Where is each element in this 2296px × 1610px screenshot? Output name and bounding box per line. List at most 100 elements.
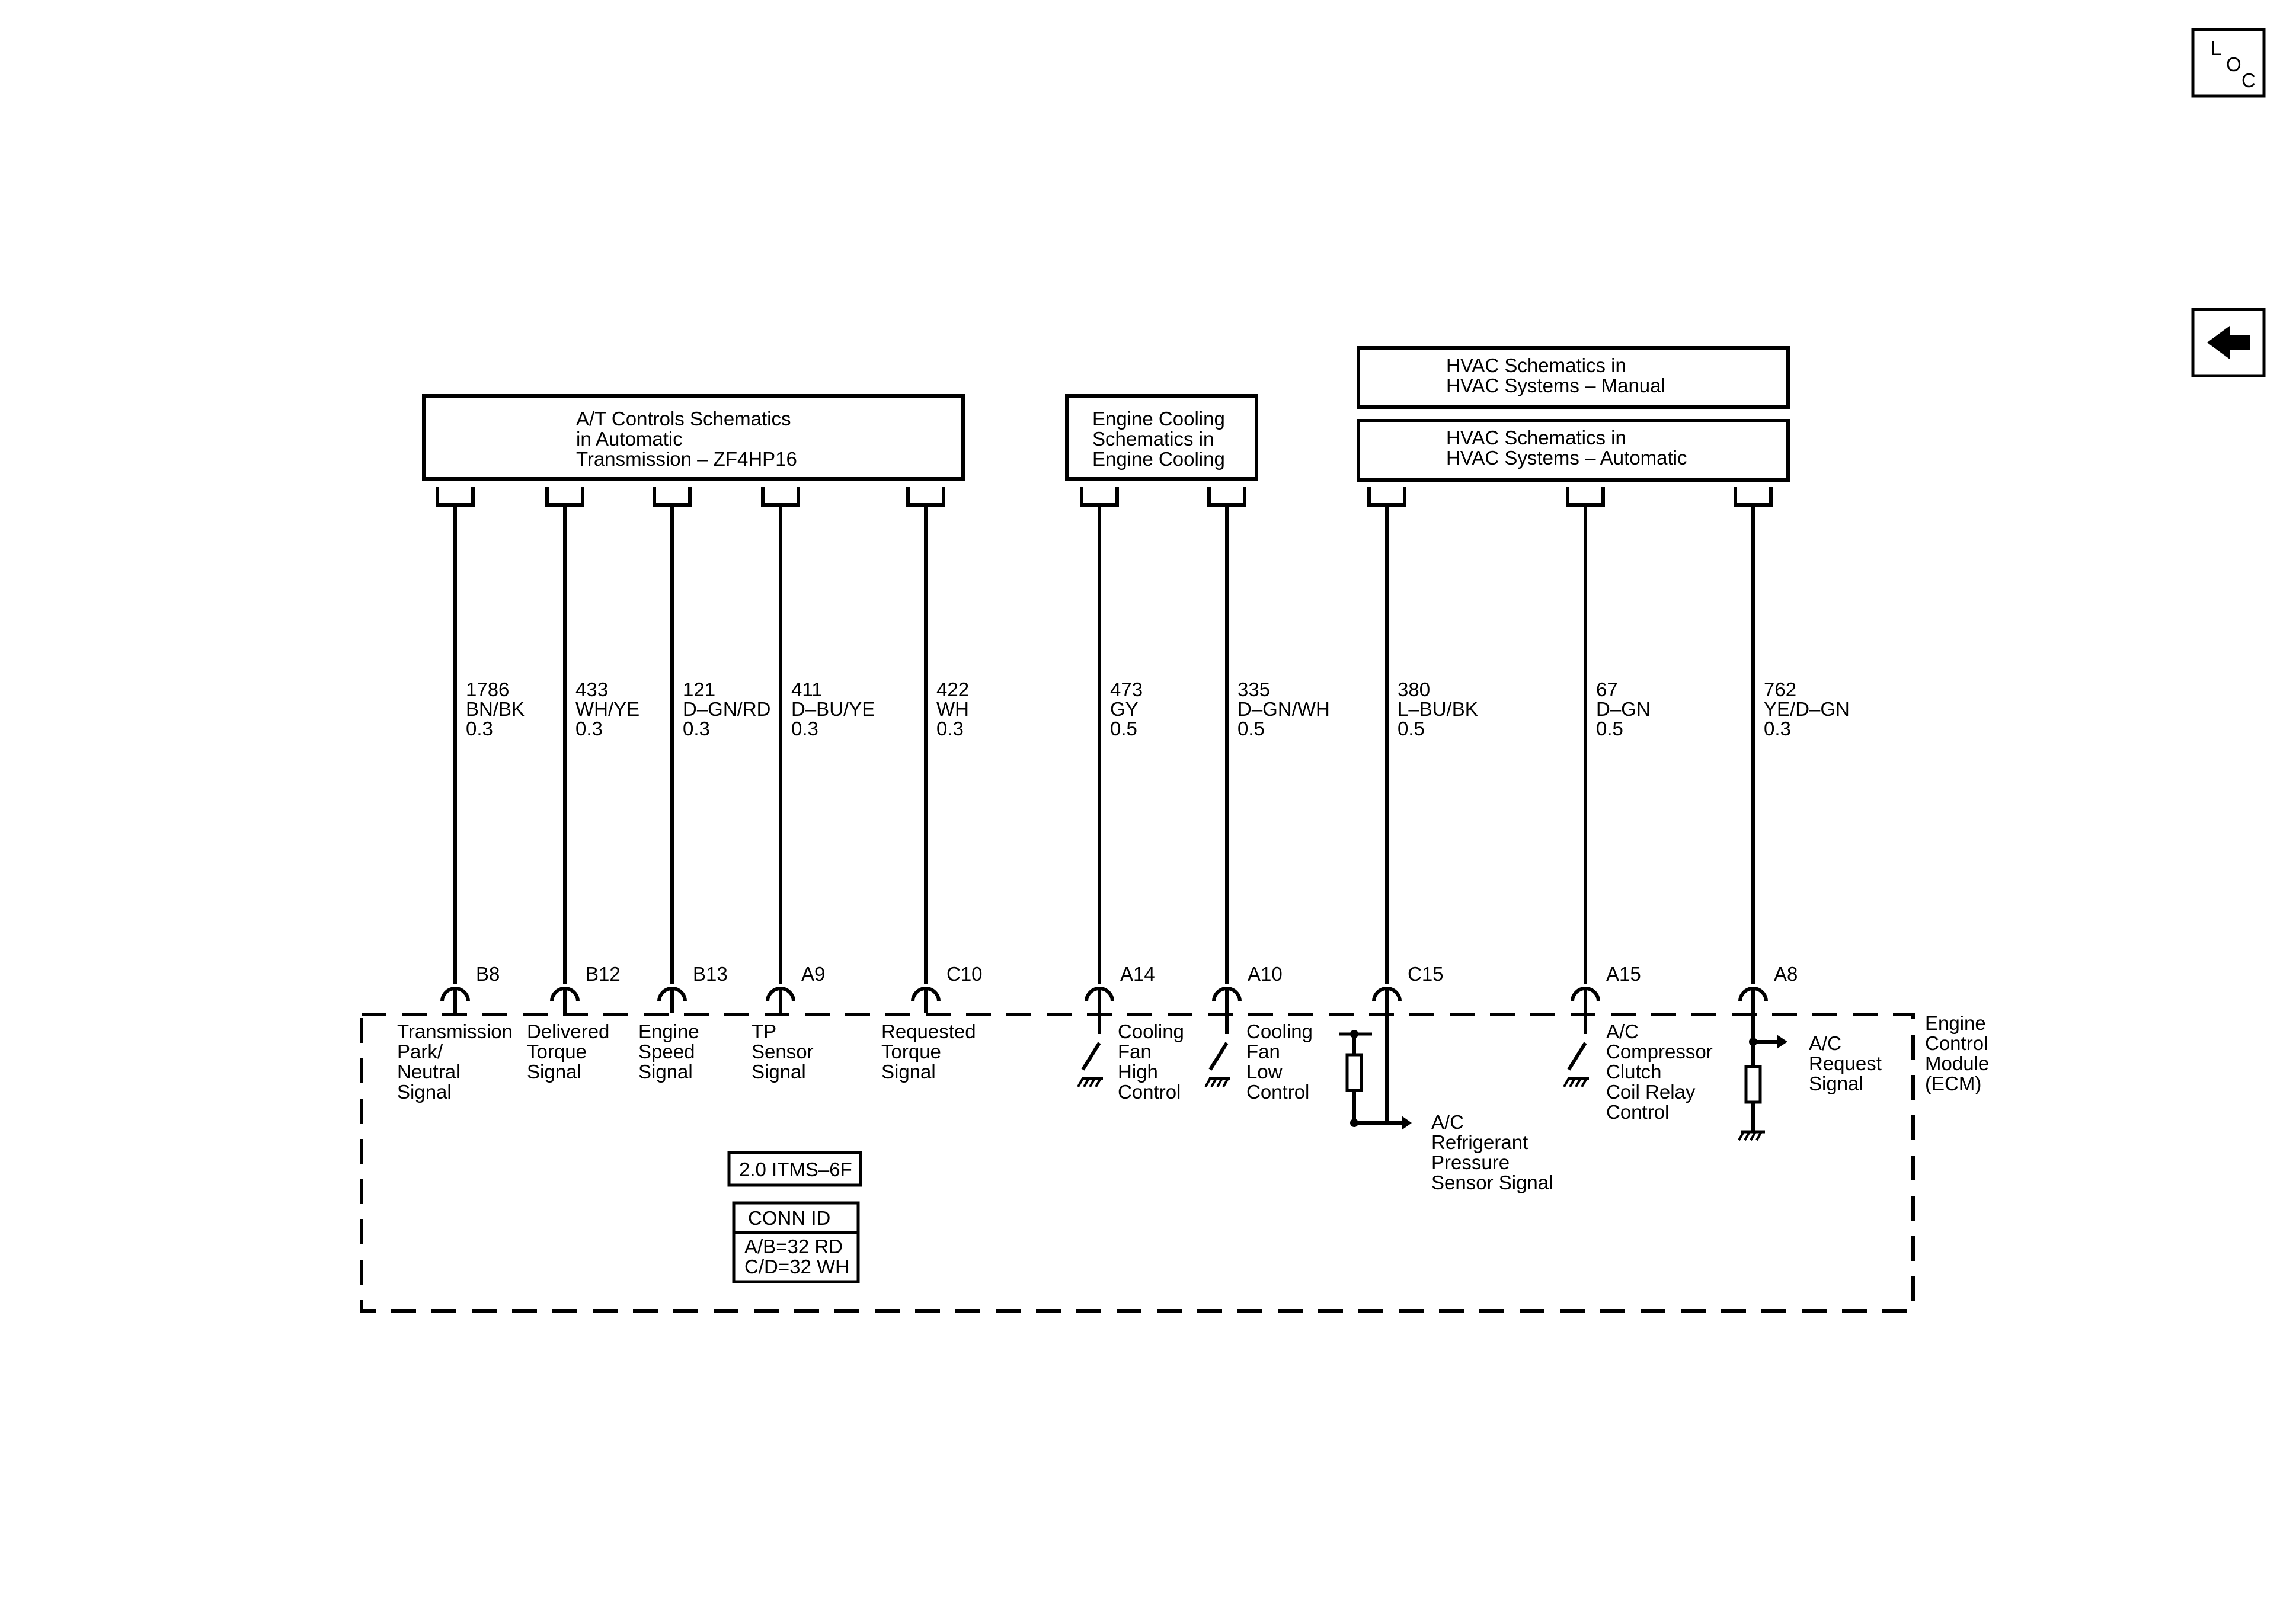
wire-color: D–GN/RD	[683, 698, 771, 720]
connector-top-bracket	[906, 487, 945, 507]
ground-tick	[1755, 1131, 1763, 1141]
wire-circuit-number: 433	[575, 678, 608, 700]
circuit-function-label: Transmission	[397, 1020, 513, 1042]
wire-color: WH/YE	[575, 698, 639, 720]
ecm-module-label: (ECM)	[1925, 1073, 1981, 1094]
circuit-function-label: Speed	[638, 1041, 695, 1062]
connector-top-bracket	[1734, 487, 1773, 507]
connector-top-bracket	[545, 487, 584, 507]
wire-size: 0.3	[575, 718, 603, 740]
wire-circuit-number: 762	[1764, 678, 1796, 700]
wire-size: 0.3	[791, 718, 818, 740]
pin-id: A8	[1774, 963, 1798, 985]
ground-tick	[1204, 1078, 1211, 1087]
variant-box: 2.0 ITMS–6F	[727, 1151, 862, 1187]
wire-color: YE/D–GN	[1764, 698, 1850, 720]
circuit-function-label: Signal	[397, 1081, 452, 1103]
conn-id-box-frame	[732, 1201, 860, 1283]
circuit-function-label: Coil Relay	[1606, 1081, 1696, 1103]
resistor-body	[1345, 1053, 1363, 1092]
ground-tick	[1077, 1078, 1084, 1087]
circuit-function-label: Torque	[527, 1041, 587, 1062]
ground-tick	[1581, 1078, 1588, 1087]
arrow-left-icon[interactable]	[2191, 308, 2266, 377]
reference-box-frame	[1065, 394, 1258, 481]
circuit-function-label: Control	[1606, 1101, 1669, 1123]
conn-id-box: CONN IDA/B=32 RDC/D=32 WH	[732, 1201, 860, 1283]
wire-circuit-number: 411	[791, 678, 823, 700]
connector-top-bracket	[436, 487, 475, 507]
resistor-body	[1744, 1065, 1762, 1104]
circuit-function-label: Pressure	[1431, 1151, 1510, 1173]
loc-letter-c: C	[2241, 69, 2256, 91]
loc-icon[interactable]: LOC	[2191, 28, 2266, 98]
reference-box-text: HVAC Schematics in	[1446, 354, 1626, 376]
pin-id: C15	[1408, 963, 1444, 985]
ecm-module-label: Engine	[1925, 1012, 1986, 1034]
circuit-function-label: Request	[1809, 1052, 1882, 1074]
loc-letter-o: O	[2226, 53, 2241, 75]
circuit-function-label: Cooling	[1246, 1020, 1313, 1042]
reference-box-text: HVAC Schematics in	[1446, 427, 1626, 449]
reference-box-frame	[1357, 346, 1790, 409]
wire-circuit-number: 473	[1110, 678, 1143, 700]
pin-id: B12	[586, 963, 621, 985]
wire-size: 0.5	[1596, 718, 1623, 740]
circuit-function-label: Signal	[752, 1061, 806, 1083]
pin-id: B8	[476, 963, 500, 985]
circuit-1786[interactable]: 1786BN/BK0.3B8TransmissionPark/NeutralSi…	[397, 487, 525, 1103]
wire-color: BN/BK	[466, 698, 525, 720]
reference-box-text: HVAC Systems – Manual	[1446, 375, 1665, 396]
pin-id: C10	[946, 963, 983, 985]
reference-box-text: A/T Controls Schematics	[576, 408, 791, 430]
circuit-function-label: Low	[1246, 1061, 1283, 1083]
reference-box-text: in Automatic	[576, 428, 683, 450]
circuit-function-label: Control	[1246, 1081, 1309, 1103]
wire-circuit-number: 1786	[466, 678, 509, 700]
circuit-function-label: A/C	[1809, 1032, 1841, 1054]
ground-tick	[1750, 1131, 1757, 1141]
wire-size: 0.3	[466, 718, 493, 740]
arrow-left-shape	[2207, 326, 2250, 359]
circuit-function-label: Refrigerant	[1431, 1131, 1528, 1153]
wire-size: 0.3	[683, 718, 710, 740]
circuit-function-label: Signal	[527, 1061, 581, 1083]
pin-id: A9	[801, 963, 825, 985]
connector-top-bracket	[1566, 487, 1605, 507]
loc-letter-l: L	[2211, 37, 2221, 59]
connector-top-bracket	[1367, 487, 1406, 507]
reference-box-text: Transmission – ZF4HP16	[576, 448, 797, 470]
wire-circuit-number: 335	[1237, 678, 1270, 700]
reference-box-text: Engine Cooling	[1092, 408, 1225, 430]
circuit-function-label: A/C	[1606, 1020, 1639, 1042]
reference-box-text: HVAC Systems – Automatic	[1446, 447, 1687, 469]
circuit-380[interactable]: 380L–BU/BK0.5C15A/CRefrigerantPressureSe…	[1339, 487, 1553, 1193]
circuit-function-label: High	[1118, 1061, 1158, 1083]
back-icon-frame	[2191, 308, 2266, 377]
switch-blade	[1208, 1042, 1229, 1071]
connector-top-bracket	[1207, 487, 1246, 507]
ground-tick	[1089, 1078, 1096, 1087]
wire-color: WH	[936, 698, 969, 720]
ground-tick	[1083, 1078, 1090, 1087]
circuit-function-label: Sensor Signal	[1431, 1172, 1553, 1193]
ground-tick	[1744, 1131, 1751, 1141]
wire-circuit-number: 121	[683, 678, 715, 700]
wire-color: D–BU/YE	[791, 698, 875, 720]
circuit-function-label: Park/	[397, 1041, 443, 1062]
circuit-function-label: A/C	[1431, 1111, 1464, 1133]
circuit-function-label: Fan	[1118, 1041, 1152, 1062]
